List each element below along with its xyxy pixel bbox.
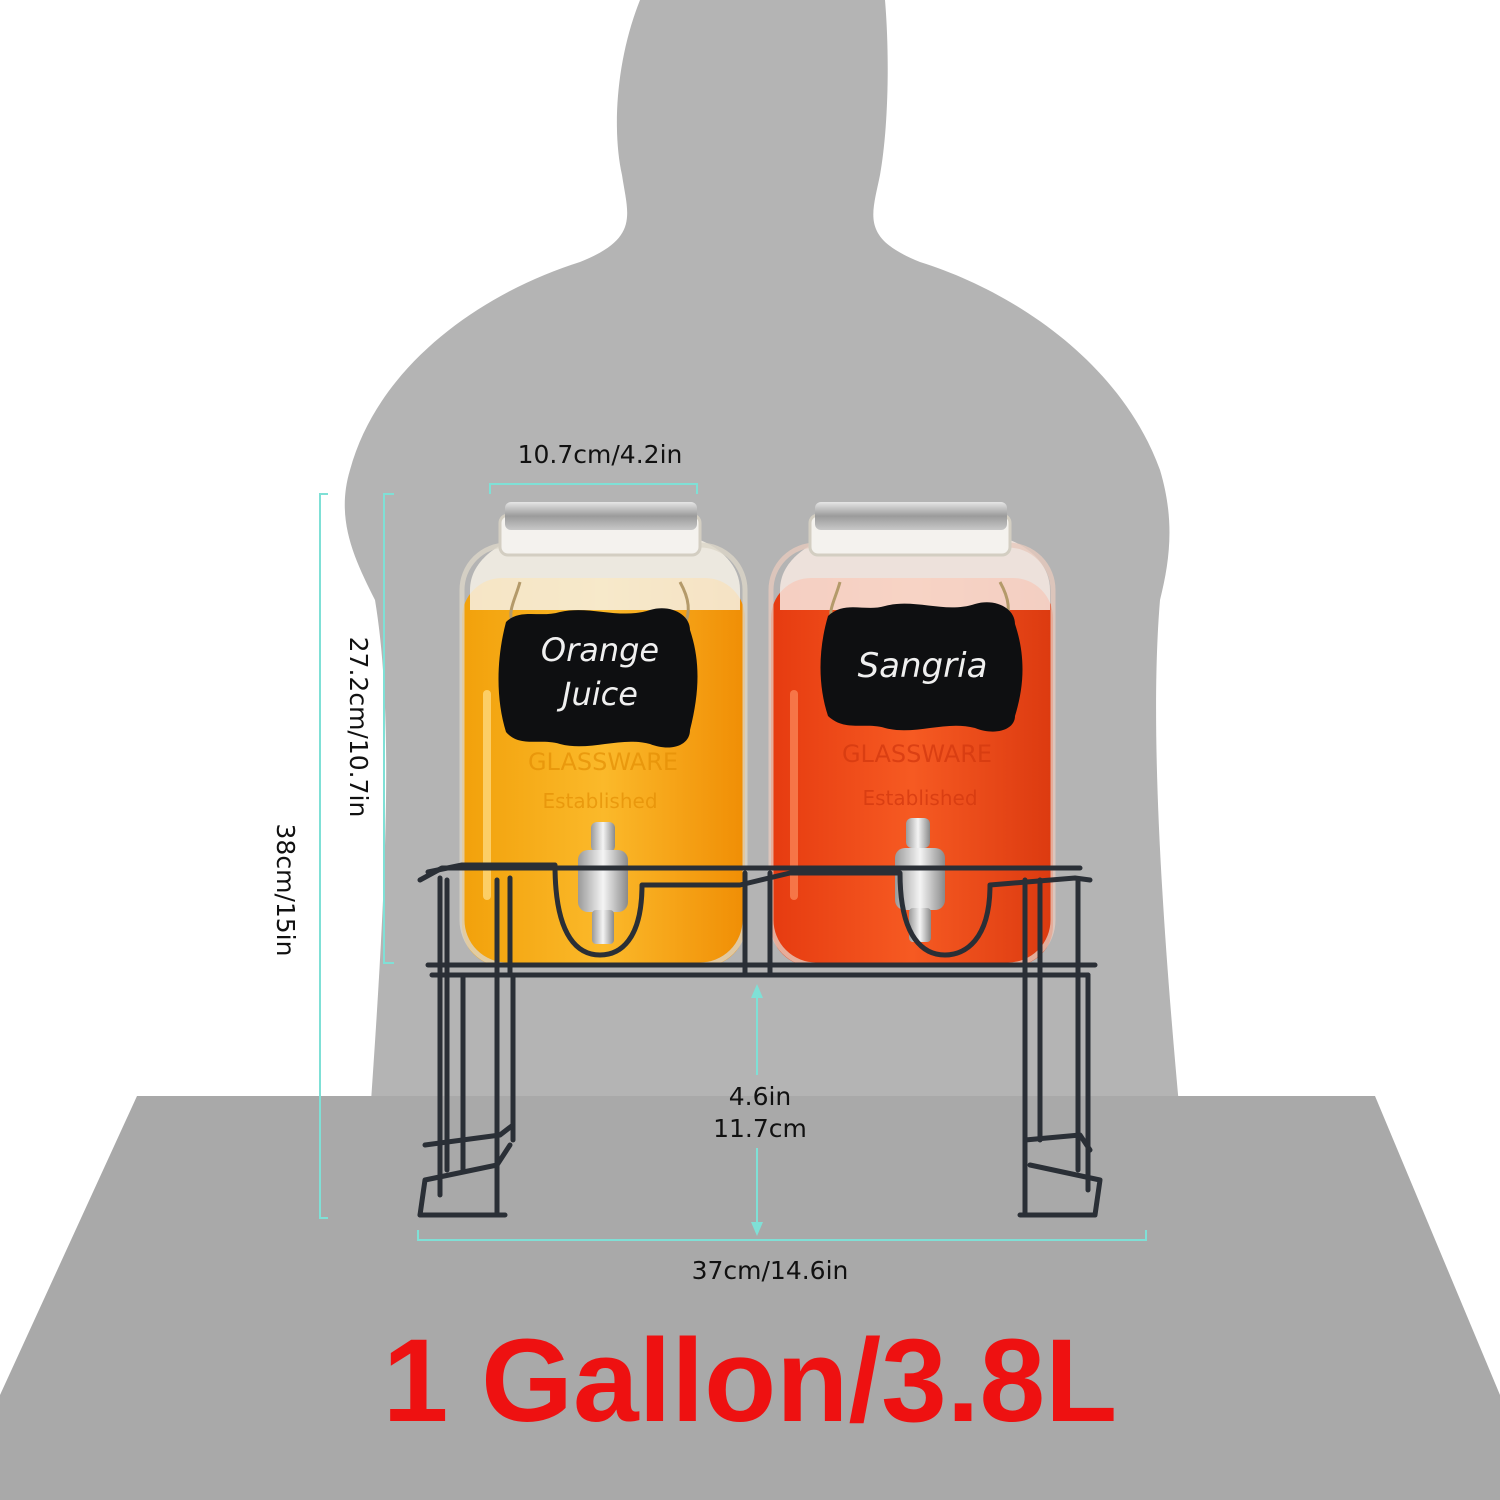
embossing-left: GLASSWARE: [528, 748, 678, 776]
dimension-lines: [319, 483, 1147, 1241]
table-surface: [0, 1096, 1500, 1500]
dim-total-width: 37cm/14.6in: [691, 1256, 849, 1285]
jar-sangria: GLASSWARE Established: [768, 502, 1056, 968]
dim-jar-width: 10.7cm/4.2in: [517, 440, 683, 469]
jar-orange-juice: GLASSWARE Established: [459, 502, 748, 968]
dim-stand-height-in: 4.6in: [728, 1082, 792, 1111]
embossing-sub-right: Established: [862, 786, 977, 810]
label-sangria: Sangria: [857, 646, 988, 686]
dim-stand-height-cm: 11.7cm: [713, 1114, 807, 1143]
wire-stand: [417, 862, 1103, 1218]
capacity-headline: 1 Gallon/3.8L: [382, 1315, 1118, 1447]
embossing-right: GLASSWARE: [842, 740, 992, 768]
embossing-sub-left: Established: [542, 789, 657, 813]
dim-jar-height: 27.2cm/10.7in: [344, 636, 373, 818]
dim-total-height: 38cm/15in: [271, 823, 300, 957]
label-orange-juice: Orange Juice: [540, 631, 660, 713]
